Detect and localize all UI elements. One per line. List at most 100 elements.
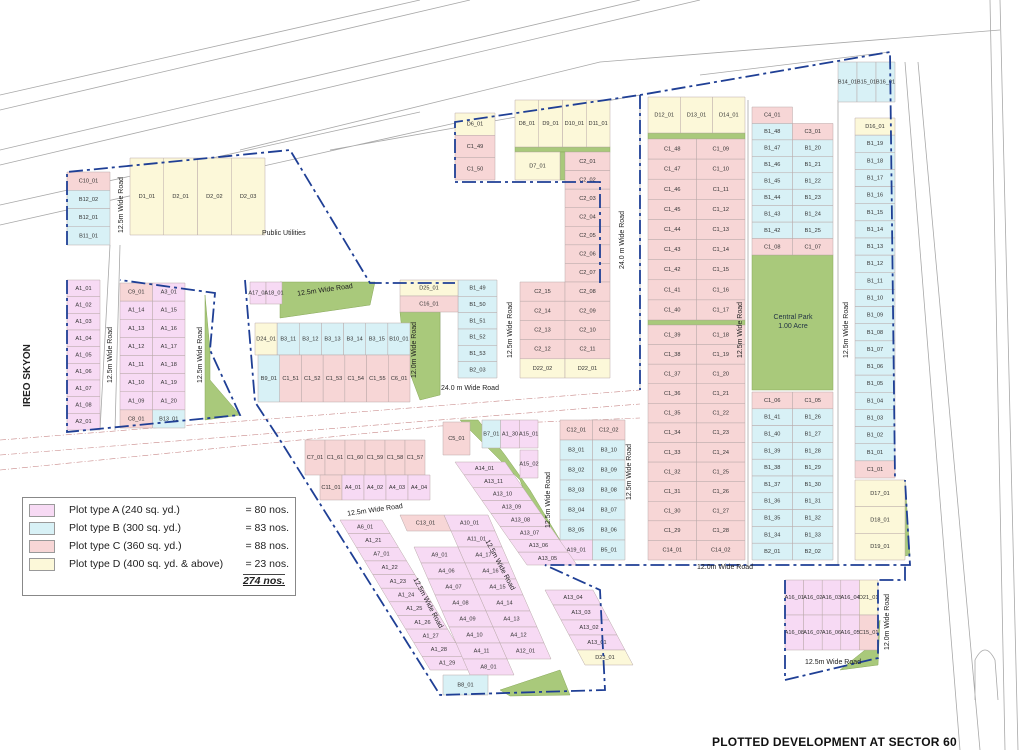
plot-c1-07[interactable] bbox=[792, 238, 834, 256]
plot-c6-01[interactable] bbox=[388, 354, 411, 403]
plot-b5-01[interactable] bbox=[592, 539, 626, 561]
plot-label: A10_01 bbox=[460, 520, 479, 526]
plot-d14-01[interactable] bbox=[712, 96, 746, 134]
plot-a4-04[interactable] bbox=[407, 474, 431, 501]
plot-label: C16_01 bbox=[419, 301, 439, 307]
plot-label: D23_01 bbox=[595, 655, 615, 661]
plot-label: C1_38 bbox=[664, 352, 680, 358]
plot-label: A1_16 bbox=[161, 326, 177, 332]
plot-label: D18_01 bbox=[870, 517, 890, 523]
plot-a8-01[interactable] bbox=[462, 658, 515, 676]
plot-label: A1_17 bbox=[161, 344, 177, 350]
plot-block-d7: D7_01 bbox=[514, 151, 561, 181]
legend-label: Plot type A (240 sq. yd.) bbox=[69, 504, 180, 516]
public-utilities-label: Public Utilities bbox=[262, 230, 306, 237]
plot-c14-02[interactable] bbox=[696, 540, 746, 561]
plot-label: A16_06 bbox=[822, 630, 841, 636]
plot-label: A4_10 bbox=[466, 632, 482, 638]
plot-label: B1_30 bbox=[805, 482, 821, 488]
plot-d7-01[interactable] bbox=[514, 151, 561, 181]
plot-label: B1_35 bbox=[764, 515, 780, 521]
plot-b13-01[interactable] bbox=[152, 409, 186, 429]
plot-label: C2_04 bbox=[579, 214, 595, 220]
plot-label: B1_14 bbox=[867, 227, 883, 233]
plot-b8-01[interactable] bbox=[442, 674, 489, 696]
plot-label: C1_33 bbox=[664, 450, 680, 456]
plot-label: C2_06 bbox=[579, 252, 595, 258]
plot-b2-03[interactable] bbox=[457, 361, 498, 379]
plot-label: A1_07 bbox=[75, 386, 91, 392]
plot-label: A1_03 bbox=[75, 319, 91, 325]
plot-label: A18_01 bbox=[264, 290, 283, 296]
plot-d2-03[interactable] bbox=[231, 157, 266, 236]
legend-swatch-c bbox=[29, 539, 55, 553]
plot-label: B7_01 bbox=[483, 431, 499, 437]
plot-d22-01[interactable] bbox=[564, 358, 611, 379]
plot-label: A16_07 bbox=[803, 630, 822, 636]
plot-label: D2_01 bbox=[172, 194, 188, 200]
plot-label: C1_43 bbox=[664, 247, 680, 253]
plot-label: A4_04 bbox=[411, 485, 427, 491]
plot-label: A4_17 bbox=[475, 552, 491, 558]
plot-label: B1_20 bbox=[805, 146, 821, 152]
plot-label: C1_13 bbox=[713, 227, 729, 233]
plot-block-a6-diag: A6_01A1_21A7_01A1_22A1_23A1_24A1_25A1_26… bbox=[339, 519, 473, 671]
plot-label: C1_40 bbox=[664, 307, 680, 313]
plot-label: A1_13 bbox=[128, 326, 144, 332]
plot-label: C1_60 bbox=[347, 455, 363, 461]
plot-label: D13_01 bbox=[687, 112, 707, 118]
plot-label: C1_32 bbox=[664, 469, 680, 475]
plot-label: A1_24 bbox=[398, 592, 414, 598]
plot-label: A13_09 bbox=[502, 505, 521, 511]
legend-item-b: Plot type B (300 sq. yd.) = 83 nos. bbox=[29, 521, 291, 535]
plot-a18-01[interactable] bbox=[265, 281, 283, 305]
plot-a15-02[interactable] bbox=[519, 449, 539, 479]
plot-a15-01[interactable] bbox=[519, 419, 539, 449]
plot-label: C1_01 bbox=[867, 467, 883, 473]
plot-label: B3_04 bbox=[568, 507, 584, 513]
plot-c1-01[interactable] bbox=[854, 460, 896, 479]
road-label: 12.5m Wide Road bbox=[805, 659, 861, 666]
plot-label: B1_27 bbox=[805, 431, 821, 437]
plot-c5-01[interactable] bbox=[442, 421, 471, 456]
plot-label: B3_14 bbox=[347, 336, 363, 342]
plot-label: B1_07 bbox=[867, 347, 883, 353]
plot-label: C1_12 bbox=[713, 207, 729, 213]
plot-label: A1_29 bbox=[439, 661, 455, 667]
plot-label: B10_01 bbox=[389, 336, 408, 342]
road-label: 24.0 m Wide Road bbox=[441, 385, 499, 392]
plot-c16-01[interactable] bbox=[399, 295, 459, 313]
plot-a12-01[interactable] bbox=[499, 642, 552, 660]
plot-label: A12_01 bbox=[516, 648, 535, 654]
plot-label: C1_11 bbox=[713, 187, 729, 193]
plot-label: C1_07 bbox=[805, 244, 821, 250]
plot-label: C2_12 bbox=[534, 347, 550, 353]
plot-label: C1_47 bbox=[664, 167, 680, 173]
plot-label: C8_01 bbox=[128, 416, 144, 422]
plot-label: A13_08 bbox=[511, 517, 530, 523]
plot-label: D21_01 bbox=[859, 595, 879, 601]
plot-label: B3_09 bbox=[601, 467, 617, 473]
plot-label: D2_03 bbox=[240, 194, 256, 200]
plot-label: A4_01 bbox=[345, 485, 361, 491]
plot-label: B1_05 bbox=[867, 381, 883, 387]
plot-label: C2_10 bbox=[579, 327, 595, 333]
plot-label: B1_53 bbox=[469, 351, 485, 357]
plot-label: B3_06 bbox=[601, 527, 617, 533]
plot-d23-01[interactable] bbox=[576, 649, 634, 666]
plot-d19-01[interactable] bbox=[854, 533, 906, 561]
plot-label: A4_16 bbox=[482, 568, 498, 574]
plot-label: C1_51 bbox=[282, 376, 298, 382]
plot-label: C2_07 bbox=[579, 270, 595, 276]
plot-label: B2_03 bbox=[469, 367, 485, 373]
plot-label: C10_01 bbox=[79, 179, 99, 185]
plot-label: A16_02 bbox=[803, 595, 822, 601]
plot-label: C2_02 bbox=[579, 177, 595, 183]
plot-label: B1_39 bbox=[764, 448, 780, 454]
plot-c1-17[interactable] bbox=[696, 299, 746, 321]
plot-b2-02[interactable] bbox=[792, 542, 834, 561]
plot-label: B1_46 bbox=[764, 162, 780, 168]
